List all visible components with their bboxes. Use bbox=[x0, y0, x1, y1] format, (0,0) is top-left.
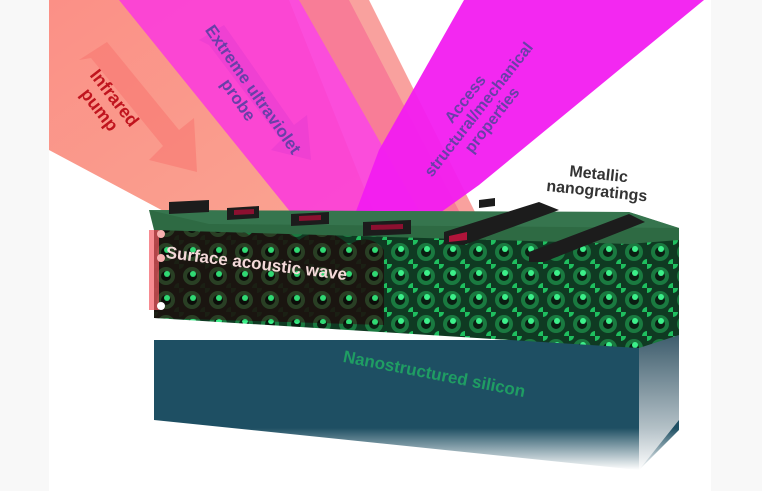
wave-dot bbox=[157, 230, 165, 238]
infrared-arrow bbox=[79, 42, 197, 172]
wave-dot bbox=[157, 302, 165, 310]
euv-arrow bbox=[199, 25, 311, 160]
schematic-scene bbox=[49, 0, 704, 470]
figure-canvas: Infrared pump Extreme ultraviolet probe … bbox=[49, 0, 711, 491]
metallic-nanogratings bbox=[169, 198, 645, 262]
wave-dot bbox=[157, 254, 165, 262]
surface-acoustic-wave-region bbox=[154, 219, 384, 325]
reflected-beam bbox=[349, 0, 704, 235]
substrate-side bbox=[639, 330, 679, 470]
edge-glow bbox=[149, 230, 159, 310]
silicon-substrate bbox=[154, 330, 679, 470]
